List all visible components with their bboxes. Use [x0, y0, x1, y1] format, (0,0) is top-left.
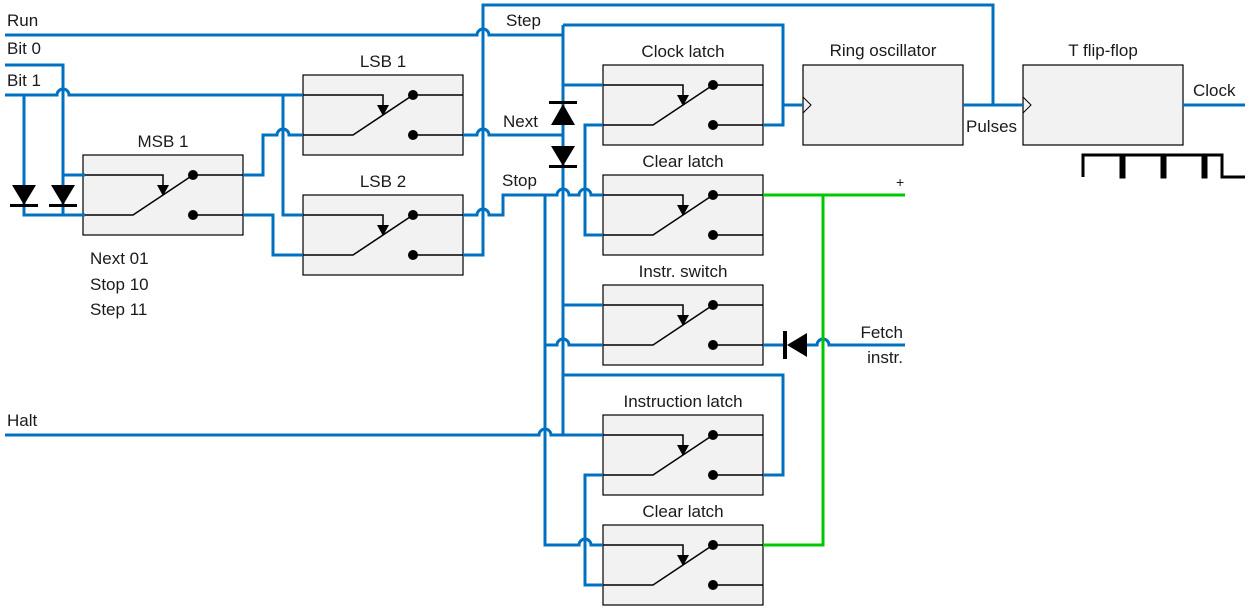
wire-bit0 — [5, 63, 85, 215]
relay-lsb1: LSB 1 — [302, 52, 464, 156]
wire-msb-upper-out — [243, 127, 303, 177]
label-step: Step — [506, 11, 541, 30]
contact-dot — [708, 540, 718, 550]
relay-instruction-latch: Instruction latch — [602, 392, 764, 496]
wire-step — [463, 3, 995, 257]
label-instr: instr. — [867, 348, 903, 367]
relay-msb1: MSB 1 — [82, 132, 244, 236]
block-label: Clock latch — [641, 42, 724, 61]
label-stop: Stop — [502, 171, 537, 190]
legend-stop: Stop 10 — [90, 275, 149, 294]
label-halt: Halt — [7, 411, 38, 430]
contact-dot — [708, 580, 718, 590]
block-label: MSB 1 — [137, 132, 188, 151]
wire-clock-latch-feedback — [563, 23, 803, 127]
diode-icon — [49, 185, 77, 207]
legend-next: Next 01 — [90, 249, 149, 268]
label-next: Next — [503, 112, 538, 131]
block-label: LSB 2 — [360, 172, 406, 191]
block-label: Instr. switch — [639, 262, 728, 281]
legend-step: Step 11 — [90, 300, 147, 319]
wire-instr-latch-hold — [583, 473, 603, 587]
contact-dot — [708, 470, 718, 480]
label-fetch: Fetch — [860, 323, 903, 342]
ring-oscillator: Ring oscillator — [802, 41, 964, 146]
contact-dot — [408, 90, 418, 100]
wire-power — [763, 193, 905, 547]
wire-halt — [5, 427, 603, 437]
contact-dot — [708, 430, 718, 440]
arrow-icon — [377, 105, 389, 116]
arrow-icon — [677, 315, 689, 326]
label-bit0: Bit 0 — [7, 39, 41, 58]
diode-icon — [549, 146, 577, 168]
block-box — [802, 64, 964, 146]
relay-clear-latch-2: Clear latch — [602, 502, 764, 606]
block-label: Clear latch — [642, 502, 723, 521]
arrow-icon — [677, 555, 689, 566]
arrow-icon — [377, 225, 389, 236]
wire-run — [5, 27, 563, 37]
contact-dot — [708, 230, 718, 240]
diode-icon — [783, 331, 807, 359]
contact-dot — [188, 210, 198, 220]
wire-msb-lower-out — [243, 213, 303, 257]
wire-control-bus — [561, 25, 785, 477]
diode-icon — [549, 101, 577, 125]
contact-dot — [708, 190, 718, 200]
contact-dot — [188, 170, 198, 180]
block-label: T flip-flop — [1068, 41, 1138, 60]
label-plus: + — [896, 174, 904, 190]
relay-clear-latch-1: Clear latch — [602, 152, 764, 256]
arrow-icon — [677, 205, 689, 216]
contact-dot — [408, 210, 418, 220]
relay-instr-switch: Instr. switch — [602, 262, 764, 366]
square-wave-icon — [1081, 153, 1245, 179]
arrow-icon — [677, 95, 689, 106]
t-flip-flop: T flip-flop — [1022, 41, 1184, 146]
wire-bit1 — [5, 87, 303, 217]
relay-clock-latch: Clock latch — [602, 42, 764, 146]
clock-input-triangle-icon — [802, 96, 812, 114]
relay-lsb2: LSB 2 — [302, 172, 464, 276]
arrow-icon — [157, 185, 169, 196]
contact-dot — [408, 250, 418, 260]
label-clock: Clock — [1193, 81, 1236, 100]
diode-icon — [10, 185, 38, 207]
clock-input-triangle-icon — [1022, 96, 1032, 114]
contact-dot — [708, 80, 718, 90]
contact-dot — [408, 130, 418, 140]
contact-dot — [708, 340, 718, 350]
block-label: Instruction latch — [623, 392, 742, 411]
block-box — [1022, 64, 1184, 146]
wire-stop-bus — [543, 195, 603, 547]
block-label: Ring oscillator — [830, 41, 937, 60]
block-label: Clear latch — [642, 152, 723, 171]
block-label: LSB 1 — [360, 52, 406, 71]
contact-dot — [708, 120, 718, 130]
arrow-icon — [677, 445, 689, 456]
label-run: Run — [7, 11, 38, 30]
label-pulses: Pulses — [966, 117, 1017, 136]
wire-latch-hold — [583, 123, 603, 237]
label-bit1: Bit 1 — [7, 71, 41, 90]
contact-dot — [708, 300, 718, 310]
